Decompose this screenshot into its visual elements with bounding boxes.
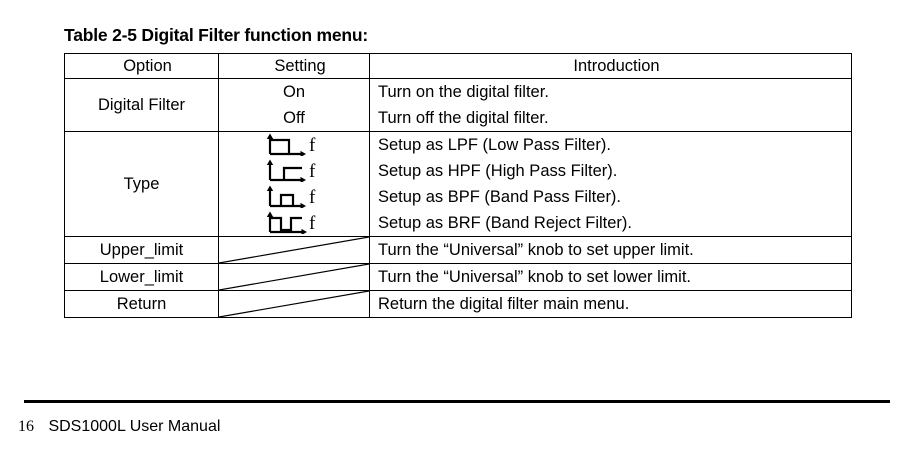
setting-cell-upper-limit-empty bbox=[218, 236, 370, 264]
option-cell-return: Return bbox=[64, 290, 219, 318]
diagonal-slash-icon bbox=[219, 237, 369, 263]
bandpass-filter-response-icon: f bbox=[266, 185, 316, 208]
setting-option-highpass[interactable]: f bbox=[219, 158, 369, 184]
diagonal-slash-icon bbox=[219, 264, 369, 290]
svg-text:f: f bbox=[309, 187, 316, 208]
setting-option-off[interactable]: Off bbox=[283, 109, 305, 127]
introduction-cell-digital-filter: Turn on the digital filter. Turn off the… bbox=[369, 78, 852, 132]
column-header-option: Option bbox=[64, 53, 219, 79]
introduction-cell-type: Setup as LPF (Low Pass Filter). Setup as… bbox=[369, 131, 852, 237]
svg-text:f: f bbox=[309, 135, 316, 156]
table-row: Digital Filter On Off Turn on the digita… bbox=[64, 78, 852, 132]
introduction-text: Setup as HPF (High Pass Filter). bbox=[378, 162, 618, 180]
table-caption: Table 2-5 Digital Filter function menu: bbox=[64, 25, 368, 45]
table-row: Return Return the digital filter main me… bbox=[64, 290, 852, 318]
option-label: Return bbox=[116, 295, 167, 313]
footer-page-number: 16 bbox=[18, 418, 34, 435]
introduction-text: Setup as BRF (Band Reject Filter). bbox=[378, 214, 633, 232]
option-label: Digital Filter bbox=[97, 95, 186, 114]
table-row: Upper_limit Turn the “Universal” knob to… bbox=[64, 236, 852, 264]
introduction-text: Turn the “Universal” knob to set lower l… bbox=[378, 268, 691, 286]
introduction-text: Setup as LPF (Low Pass Filter). bbox=[378, 136, 611, 154]
setting-option-lowpass[interactable]: f bbox=[219, 132, 369, 158]
column-header-setting: Setting bbox=[218, 53, 370, 79]
bandreject-filter-response-icon: f bbox=[266, 211, 316, 234]
setting-option-bandpass[interactable]: f bbox=[219, 184, 369, 210]
option-label: Lower_limit bbox=[99, 268, 184, 286]
column-header-option-label: Option bbox=[123, 56, 172, 75]
introduction-text: Turn on the digital filter. bbox=[378, 83, 549, 101]
option-cell-type: Type bbox=[64, 131, 219, 237]
svg-text:f: f bbox=[309, 213, 316, 234]
setting-cell-type: f f bbox=[218, 131, 370, 237]
table-row: Type bbox=[64, 131, 852, 237]
introduction-text: Setup as BPF (Band Pass Filter). bbox=[378, 188, 622, 206]
table-header-row: Option Setting Introduction bbox=[64, 53, 852, 79]
setting-cell-return-empty bbox=[218, 290, 370, 318]
setting-option-list: On Off bbox=[219, 79, 369, 131]
column-header-introduction: Introduction bbox=[369, 53, 852, 79]
setting-cell-digital-filter: On Off bbox=[218, 78, 370, 132]
column-header-setting-label: Setting bbox=[274, 56, 326, 75]
introduction-text: Return the digital filter main menu. bbox=[378, 295, 630, 313]
digital-filter-menu-table: Option Setting Introduction Digital Filt… bbox=[64, 53, 852, 318]
setting-option-bandreject[interactable]: f bbox=[219, 210, 369, 236]
option-label: Type bbox=[123, 174, 160, 193]
setting-cell-lower-limit-empty bbox=[218, 263, 370, 291]
introduction-text: Turn off the digital filter. bbox=[378, 109, 549, 127]
column-header-introduction-label: Introduction bbox=[573, 56, 660, 75]
page-footer: 16 SDS1000L User Manual bbox=[18, 418, 220, 436]
footer-manual-title: SDS1000L User Manual bbox=[48, 418, 221, 435]
option-cell-lower-limit: Lower_limit bbox=[64, 263, 219, 291]
introduction-list: Turn on the digital filter. Turn off the… bbox=[370, 79, 851, 131]
introduction-cell-return: Return the digital filter main menu. bbox=[369, 290, 852, 318]
highpass-filter-response-icon: f bbox=[266, 159, 316, 182]
table-row: Lower_limit Turn the “Universal” knob to… bbox=[64, 263, 852, 291]
introduction-cell-upper-limit: Turn the “Universal” knob to set upper l… bbox=[369, 236, 852, 264]
diagonal-slash-icon bbox=[219, 291, 369, 317]
option-cell-digital-filter: Digital Filter bbox=[64, 78, 219, 132]
filter-type-icon-list: f f bbox=[219, 132, 369, 236]
introduction-text: Turn the “Universal” knob to set upper l… bbox=[378, 241, 694, 259]
option-cell-upper-limit: Upper_limit bbox=[64, 236, 219, 264]
svg-text:f: f bbox=[309, 161, 316, 182]
lowpass-filter-response-icon: f bbox=[266, 133, 316, 156]
introduction-list: Setup as LPF (Low Pass Filter). Setup as… bbox=[370, 132, 851, 236]
option-label: Upper_limit bbox=[99, 241, 184, 259]
footer-divider bbox=[24, 400, 890, 403]
introduction-cell-lower-limit: Turn the “Universal” knob to set lower l… bbox=[369, 263, 852, 291]
setting-option-on[interactable]: On bbox=[282, 83, 305, 101]
